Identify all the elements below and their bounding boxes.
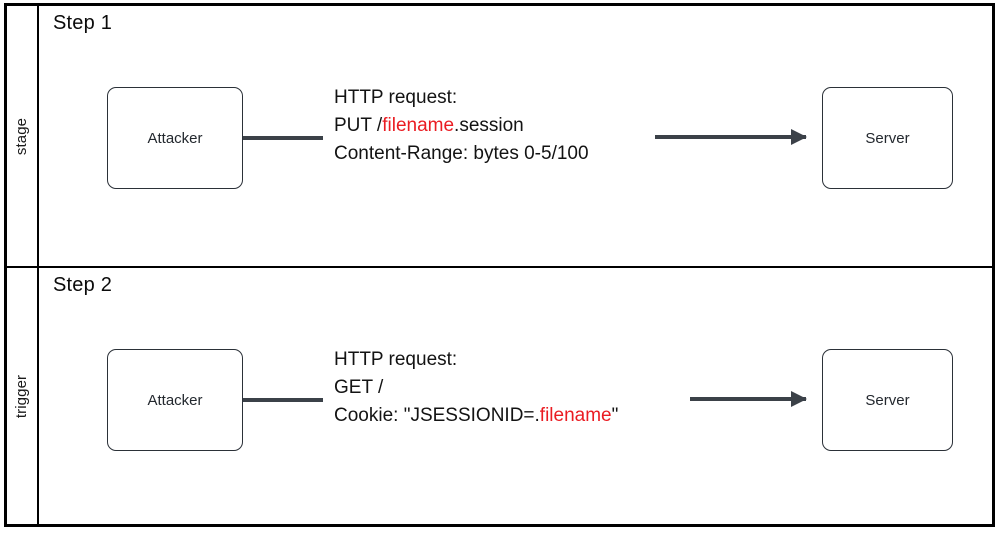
node-attacker-step1-label: Attacker	[147, 129, 203, 147]
node-attacker-step2-label: Attacker	[147, 391, 203, 409]
request-line-2-step1: PUT /filename.session	[334, 112, 589, 140]
request-line-3-suffix-step2: "	[611, 405, 619, 426]
lane-label-trigger: trigger	[13, 374, 31, 418]
request-line-2-suffix-step1: .session	[454, 115, 524, 136]
connector-stub-step1	[243, 136, 323, 140]
connector-stub-step2	[243, 398, 323, 402]
request-text-step1: HTTP request: PUT /filename.session Cont…	[334, 84, 589, 168]
step-title-2: Step 2	[53, 274, 113, 296]
request-text-step2: HTTP request: GET / Cookie: "JSESSIONID=…	[334, 346, 618, 430]
node-server-step1[interactable]: Server	[822, 87, 953, 189]
lane-body-stage: Step 1 Attacker HTTP request: PUT /filen…	[39, 6, 992, 266]
step-title-1: Step 1	[53, 12, 113, 34]
lane-trigger: trigger Step 2 Attacker HTTP request: GE…	[7, 266, 992, 524]
request-line-3-prefix-step2: Cookie: "JSESSIONID=.	[334, 405, 540, 426]
request-line-2-step2: GET /	[334, 377, 384, 398]
node-server-step1-label: Server	[865, 129, 910, 147]
lane-label-column-trigger: trigger	[7, 268, 39, 524]
lane-label-column-stage: stage	[7, 6, 39, 266]
request-line-3-step1: Content-Range: bytes 0-5/100	[334, 143, 589, 164]
lane-stage: stage Step 1 Attacker HTTP request: PUT …	[7, 6, 992, 266]
node-attacker-step1[interactable]: Attacker	[107, 87, 243, 189]
request-line-3-step2: Cookie: "JSESSIONID=.filename"	[334, 402, 618, 430]
request-line-2-highlight-step1: filename	[382, 115, 455, 136]
node-attacker-step2[interactable]: Attacker	[107, 349, 243, 451]
lane-label-stage: stage	[13, 117, 31, 155]
connector-arrow-step2	[690, 391, 807, 407]
node-server-step2[interactable]: Server	[822, 349, 953, 451]
request-line-2-prefix-step1: PUT /	[334, 115, 383, 136]
lane-body-trigger: Step 2 Attacker HTTP request: GET / Cook…	[39, 268, 992, 524]
request-line-3-highlight-step2: filename	[539, 405, 612, 426]
node-server-step2-label: Server	[865, 391, 910, 409]
connector-arrow-step1	[655, 129, 807, 145]
request-line-1-step1: HTTP request:	[334, 87, 458, 108]
request-line-1-step2: HTTP request:	[334, 349, 458, 370]
diagram-frame: stage Step 1 Attacker HTTP request: PUT …	[4, 3, 995, 527]
